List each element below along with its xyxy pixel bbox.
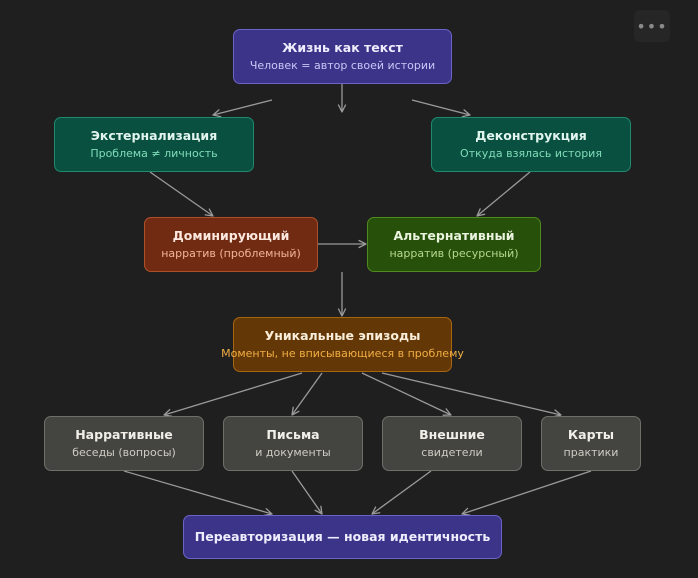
- node-subtitle: нарратив (ресурсный): [389, 247, 519, 260]
- arrow-life-to-externalization: [212, 99, 273, 118]
- arrow-externalization-to-dominant: [149, 171, 214, 217]
- node-narrative-conversations[interactable]: Нарративные беседы (вопросы): [44, 416, 204, 471]
- more-horizontal-icon: •••: [636, 16, 668, 36]
- node-title: Альтернативный: [393, 228, 515, 243]
- arrow-letters-to-reauthoring: [291, 470, 323, 515]
- node-title: Жизнь как текст: [282, 40, 403, 55]
- node-title: Карты: [567, 427, 615, 442]
- node-letters-documents[interactable]: Письма и документы: [223, 416, 363, 471]
- node-title: Письма: [266, 427, 320, 442]
- node-subtitle: и документы: [255, 446, 331, 459]
- node-subtitle: Моменты, не вписывающиеся в проблему: [221, 347, 464, 360]
- node-practice-maps[interactable]: Карты практики: [541, 416, 641, 471]
- node-outsider-witnesses[interactable]: Внешние свидетели: [382, 416, 522, 471]
- node-life-as-text[interactable]: Жизнь как текст Человек = автор своей ис…: [233, 29, 452, 84]
- node-subtitle: беседы (вопросы): [72, 446, 176, 459]
- node-subtitle: свидетели: [421, 446, 483, 459]
- arrow-deconstruction-to-alternative: [476, 171, 531, 217]
- arrow-unique-to-narrative: [163, 372, 303, 417]
- node-title: Деконструкция: [475, 128, 587, 143]
- node-deconstruction[interactable]: Деконструкция Откуда взялась история: [431, 117, 631, 172]
- node-externalization[interactable]: Экстернализация Проблема ≠ личность: [54, 117, 254, 172]
- arrow-narrative-to-reauthoring: [123, 470, 273, 517]
- node-title: Нарративные: [75, 427, 173, 442]
- node-dominant-narrative[interactable]: Доминирующий нарратив (проблемный): [144, 217, 318, 272]
- node-reauthoring[interactable]: Переавторизация — новая идентичность: [183, 515, 502, 559]
- node-alternative-narrative[interactable]: Альтернативный нарратив (ресурсный): [367, 217, 541, 272]
- node-title: Переавторизация — новая идентичность: [194, 529, 491, 544]
- node-subtitle: Откуда взялась история: [460, 147, 602, 160]
- arrow-life-to-deconstruction: [411, 99, 471, 118]
- arrow-maps-to-reauthoring: [461, 470, 592, 516]
- arrow-external-to-reauthoring: [371, 470, 432, 515]
- arrow-unique-to-maps: [381, 372, 562, 418]
- node-subtitle: нарратив (проблемный): [161, 247, 301, 260]
- node-unique-outcomes[interactable]: Уникальные эпизоды Моменты, не вписывающ…: [221, 317, 464, 372]
- node-subtitle: практики: [563, 446, 619, 459]
- node-title: Доминирующий: [172, 228, 290, 243]
- arrow-unique-to-external: [361, 372, 452, 416]
- node-subtitle: Человек = автор своей истории: [249, 59, 436, 72]
- node-title: Экстернализация: [90, 128, 218, 143]
- node-subtitle: Проблема ≠ личность: [90, 147, 218, 160]
- node-title: Внешние: [419, 427, 485, 442]
- arrow-unique-to-letters: [291, 372, 323, 416]
- more-options-button[interactable]: •••: [634, 10, 670, 42]
- node-title: Уникальные эпизоды: [264, 328, 421, 343]
